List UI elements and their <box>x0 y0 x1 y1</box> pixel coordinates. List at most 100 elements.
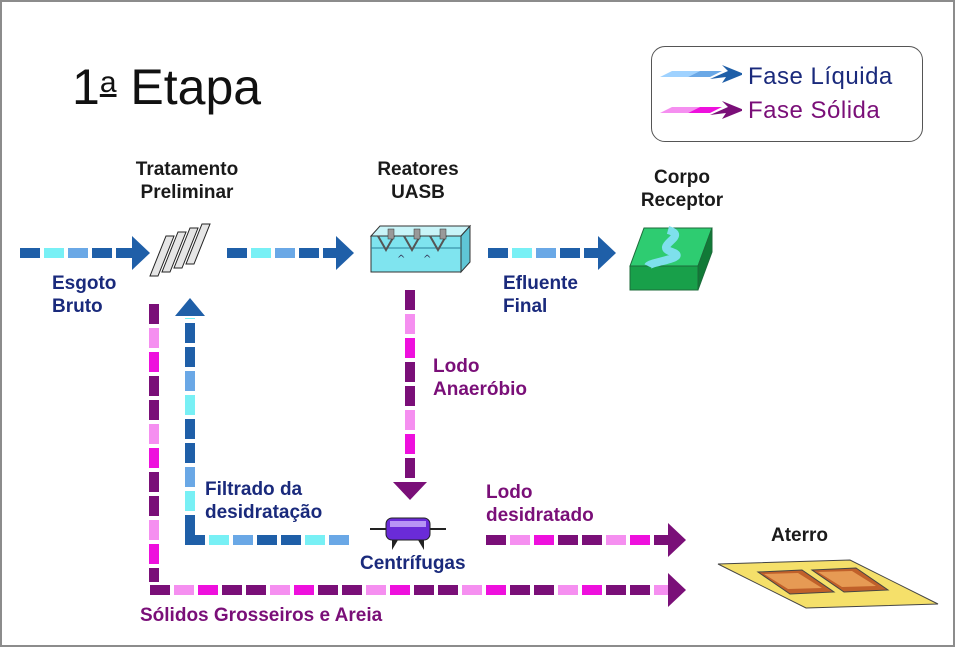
flow-arrows <box>20 236 686 607</box>
coarse-solids-flow-segment <box>149 376 159 396</box>
dewatered-sludge-flow-segment <box>606 535 626 545</box>
preliminary-to-uasb-flow-segment <box>275 248 295 258</box>
preliminary-to-uasb-flow-segment <box>323 248 336 258</box>
filtrate-flow-segment <box>185 371 195 391</box>
legend-solid-label: Fase Sólida <box>748 97 881 124</box>
coarse-solids-flow-segment <box>149 568 159 582</box>
coarse-solids-flow-segment <box>366 585 386 595</box>
coarse-solids-flow-segment <box>149 304 159 324</box>
filtrate-flow-segment <box>185 443 195 463</box>
raw-sewage-flow-arrowhead <box>132 236 150 270</box>
coarse-solids-flow-segment <box>149 496 159 516</box>
raw-sewage-flow-segment <box>92 248 112 258</box>
coarse-solids-flow-segment <box>150 585 170 595</box>
coarse-solids-flow-segment <box>270 585 290 595</box>
legend-swatches <box>660 65 742 119</box>
filtrate-flow-segment <box>185 318 195 319</box>
coarse-solids-flow-segment <box>654 585 668 595</box>
svg-text:^: ^ <box>423 254 431 265</box>
legend-solid-arrow-icon <box>660 101 742 119</box>
filtrate-flow-segment <box>305 535 325 545</box>
coarse-solids-flow-segment <box>149 544 159 564</box>
anaerobic-sludge-flow-segment <box>405 362 415 382</box>
filtrate-flow-segment <box>185 535 205 545</box>
coarse-solids-flow-segment <box>149 328 159 348</box>
filtrate-flow-segment <box>185 419 195 439</box>
filtrate-flow-segment <box>257 535 277 545</box>
final-effluent-flow-segment <box>536 248 556 258</box>
final-effluent-flow-arrowhead <box>598 236 616 270</box>
coarse-solids-flow-segment <box>246 585 266 595</box>
coarse-solids-flow-segment <box>462 585 482 595</box>
raw-sewage-flow-segment <box>68 248 88 258</box>
anaerobic-sludge-flow-segment <box>405 314 415 334</box>
coarse-solids-flow-segment <box>198 585 218 595</box>
filtrate-flow-segment <box>209 535 229 545</box>
coarse-solids-flow-segment <box>534 585 554 595</box>
dewatered-sludge-flow-segment <box>630 535 650 545</box>
final-effluent-flow-segment <box>488 248 508 258</box>
centrifuge-icon <box>370 517 446 550</box>
coarse-solids-flow-segment <box>149 520 159 540</box>
river-icon <box>629 226 713 291</box>
preliminary-to-uasb-flow-arrowhead <box>336 236 354 270</box>
coarse-solids-label: Sólidos Grosseiros e Areia <box>140 605 383 626</box>
coarse-solids-flow-segment <box>174 585 194 595</box>
preliminary-to-uasb-flow-segment <box>299 248 319 258</box>
coarse-solids-flow-segment <box>342 585 362 595</box>
filtrate-flow-segment <box>185 491 195 511</box>
anaerobic-sludge-flow-segment <box>405 410 415 430</box>
coarse-solids-flow-segment <box>318 585 338 595</box>
anaerobic-sludge-flow-arrowhead <box>393 482 427 500</box>
final-effluent-flow-segment <box>512 248 532 258</box>
coarse-solids-flow-segment <box>149 448 159 468</box>
filtrate-flow-arrowhead <box>175 298 205 316</box>
landfill-label: Aterro <box>771 525 829 546</box>
preliminary-to-uasb-flow-segment <box>251 248 271 258</box>
coarse-solids-flow-segment <box>149 472 159 492</box>
legend: Fase Líquida Fase Sólida <box>651 46 923 142</box>
anaerobic-sludge-flow-segment <box>405 338 415 358</box>
dewatered-sludge-flow-segment <box>534 535 554 545</box>
coarse-solids-flow-segment <box>486 585 506 595</box>
coarse-solids-flow-segment <box>606 585 626 595</box>
legend-liquid-label: Fase Líquida <box>748 63 893 90</box>
bar-screen-icon <box>149 223 211 277</box>
coarse-solids-flow-segment <box>510 585 530 595</box>
coarse-solids-flow-segment <box>294 585 314 595</box>
filtrate-flow-segment <box>185 323 195 343</box>
dewatered-sludge-flow-segment <box>510 535 530 545</box>
filtrate-flow-segment <box>281 535 301 545</box>
filtrate-flow-segment <box>185 515 195 535</box>
raw-sewage-flow-segment <box>44 248 64 258</box>
preliminary-to-uasb-flow-segment <box>227 248 247 258</box>
final-effluent-flow-segment <box>560 248 580 258</box>
legend-liquid-arrow-icon <box>660 65 742 83</box>
coarse-solids-flow-segment <box>558 585 578 595</box>
coarse-solids-flow-segment <box>582 585 602 595</box>
final-effluent-flow-segment <box>584 248 598 258</box>
anaerobic-sludge-flow-segment <box>405 290 415 310</box>
dewatered-sludge-flow-segment <box>558 535 578 545</box>
anaerobic-sludge-flow-segment <box>405 386 415 406</box>
page-title: 1a Etapa <box>72 59 262 115</box>
anaerobic-sludge-flow-segment <box>405 434 415 454</box>
coarse-solids-flow-segment <box>149 424 159 444</box>
uasb-reactor-icon: ^ ^ <box>369 224 472 274</box>
filtrate-flow-segment <box>329 535 349 545</box>
svg-text:^: ^ <box>397 254 405 265</box>
filtrate-flow-segment <box>185 467 195 487</box>
centrifuges-label: Centrífugas <box>360 553 466 574</box>
dewatered-sludge-flow-segment <box>582 535 602 545</box>
